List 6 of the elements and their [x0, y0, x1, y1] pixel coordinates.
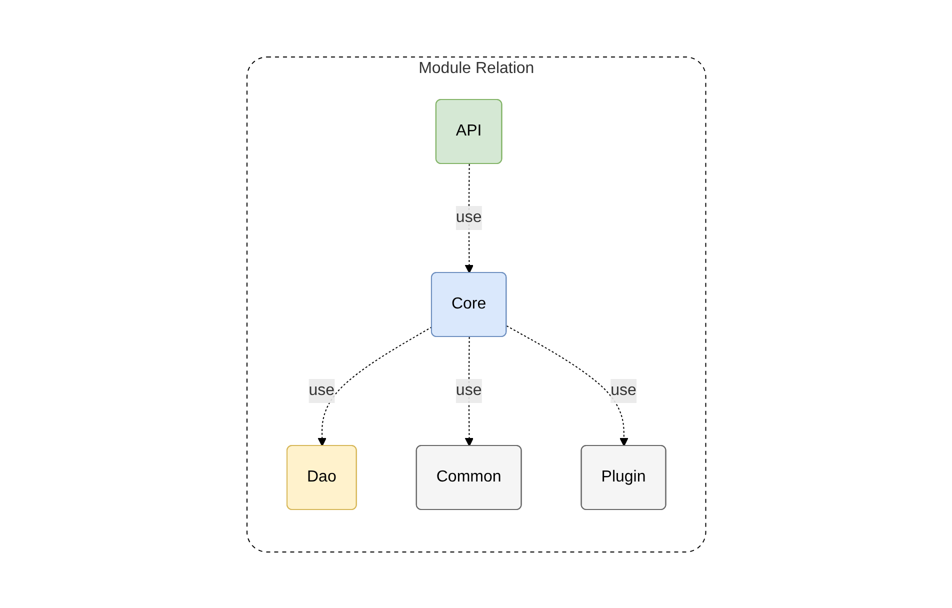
- arrow: [506, 324, 628, 446]
- edge-label: use: [456, 208, 482, 226]
- edge-label: use: [308, 382, 334, 398]
- arrow: [317, 326, 432, 446]
- edge-label: use: [456, 382, 482, 398]
- edge-label: use: [610, 382, 636, 398]
